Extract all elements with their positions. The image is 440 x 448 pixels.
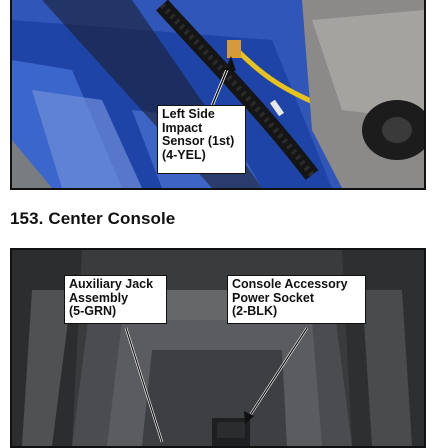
callout-auxiliary-jack-assembly: Auxiliary Jack Assembly (5-GRN) bbox=[64, 275, 167, 324]
section-heading: 153. Center Console bbox=[10, 209, 175, 229]
callout-console-accessory-power-socket: Console Accessory Power Socket (2-BLK) bbox=[227, 275, 366, 324]
photo-center-console-image bbox=[12, 250, 424, 446]
photo-center-console bbox=[10, 248, 426, 448]
callout-left-side-impact-sensor: Left Side Impact Sensor (1st) (4-YEL) bbox=[157, 105, 246, 174]
section-number: 153. bbox=[10, 209, 44, 228]
section-title: Center Console bbox=[48, 209, 176, 228]
